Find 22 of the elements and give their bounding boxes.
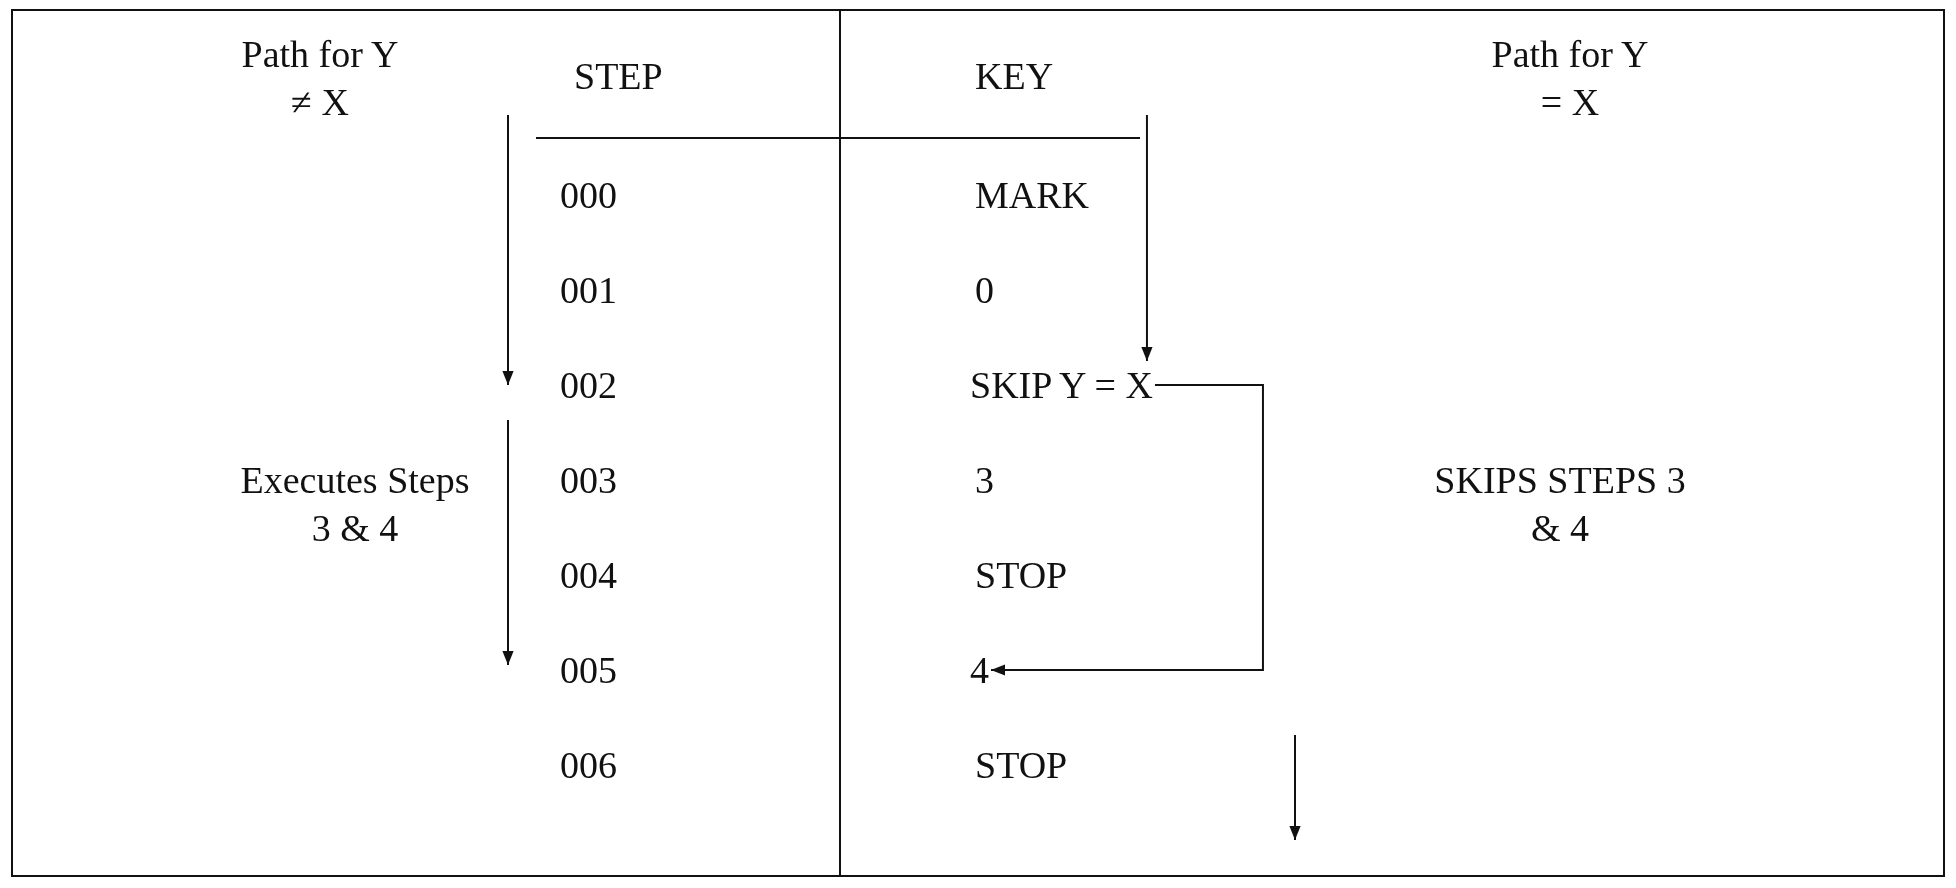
- step-number: 002: [560, 364, 617, 406]
- annotation: SKIPS STEPS 3 & 4: [1434, 459, 1686, 549]
- key-entry: 0: [975, 269, 994, 311]
- step-number: 001: [560, 269, 617, 311]
- key-entry: 3: [975, 459, 994, 501]
- annotation: Path for Y ≠ X: [241, 33, 399, 123]
- key-entry: STOP: [975, 554, 1068, 596]
- step-number: 003: [560, 459, 617, 501]
- key-entry: STOP: [975, 744, 1068, 786]
- annotation: Executes Steps 3 & 4: [240, 459, 470, 549]
- step-number: 006: [560, 744, 617, 786]
- key-entry: SKIP Y = X: [970, 361, 1153, 409]
- key-entry: MARK: [975, 174, 1090, 216]
- step-number: 000: [560, 174, 617, 216]
- step-number: 005: [560, 649, 617, 691]
- arrow: [1141, 114, 1153, 362]
- column-header: STEP: [574, 55, 663, 97]
- annotation: Path for Y = X: [1491, 33, 1649, 123]
- arrow: [990, 384, 1264, 676]
- step-number: 004: [560, 554, 617, 596]
- key-entry: 4: [970, 646, 989, 694]
- column-header: KEY: [975, 55, 1054, 97]
